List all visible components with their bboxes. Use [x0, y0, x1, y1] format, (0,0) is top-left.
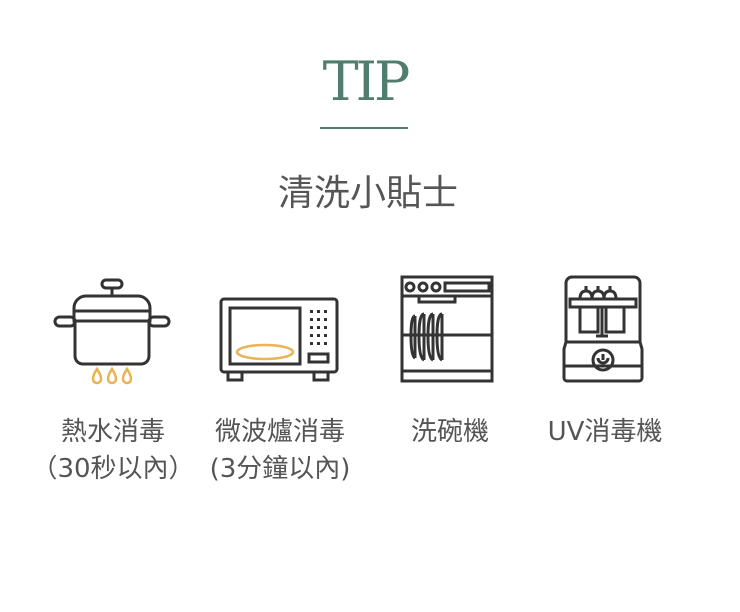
- uv-sterilizer-icon: [562, 275, 644, 383]
- method-label-microwave: 微波爐消毒: [214, 417, 345, 447]
- method-note-hot-water: （30秒以內）: [31, 454, 195, 484]
- dishwasher-icon: [400, 275, 494, 383]
- method-label-uv: UV消毒機: [547, 417, 663, 447]
- microwave-icon: [219, 297, 339, 382]
- tip-title: TIP: [322, 50, 411, 113]
- method-note-microwave: (3分鐘以內): [209, 454, 351, 484]
- method-label-dishwasher: 洗碗機: [410, 417, 489, 447]
- pot-icon: [53, 278, 171, 385]
- method-label-hot-water: 熱水消毒: [60, 417, 165, 447]
- title-divider: [320, 127, 408, 129]
- page-subtitle: 清洗小貼士: [277, 173, 458, 214]
